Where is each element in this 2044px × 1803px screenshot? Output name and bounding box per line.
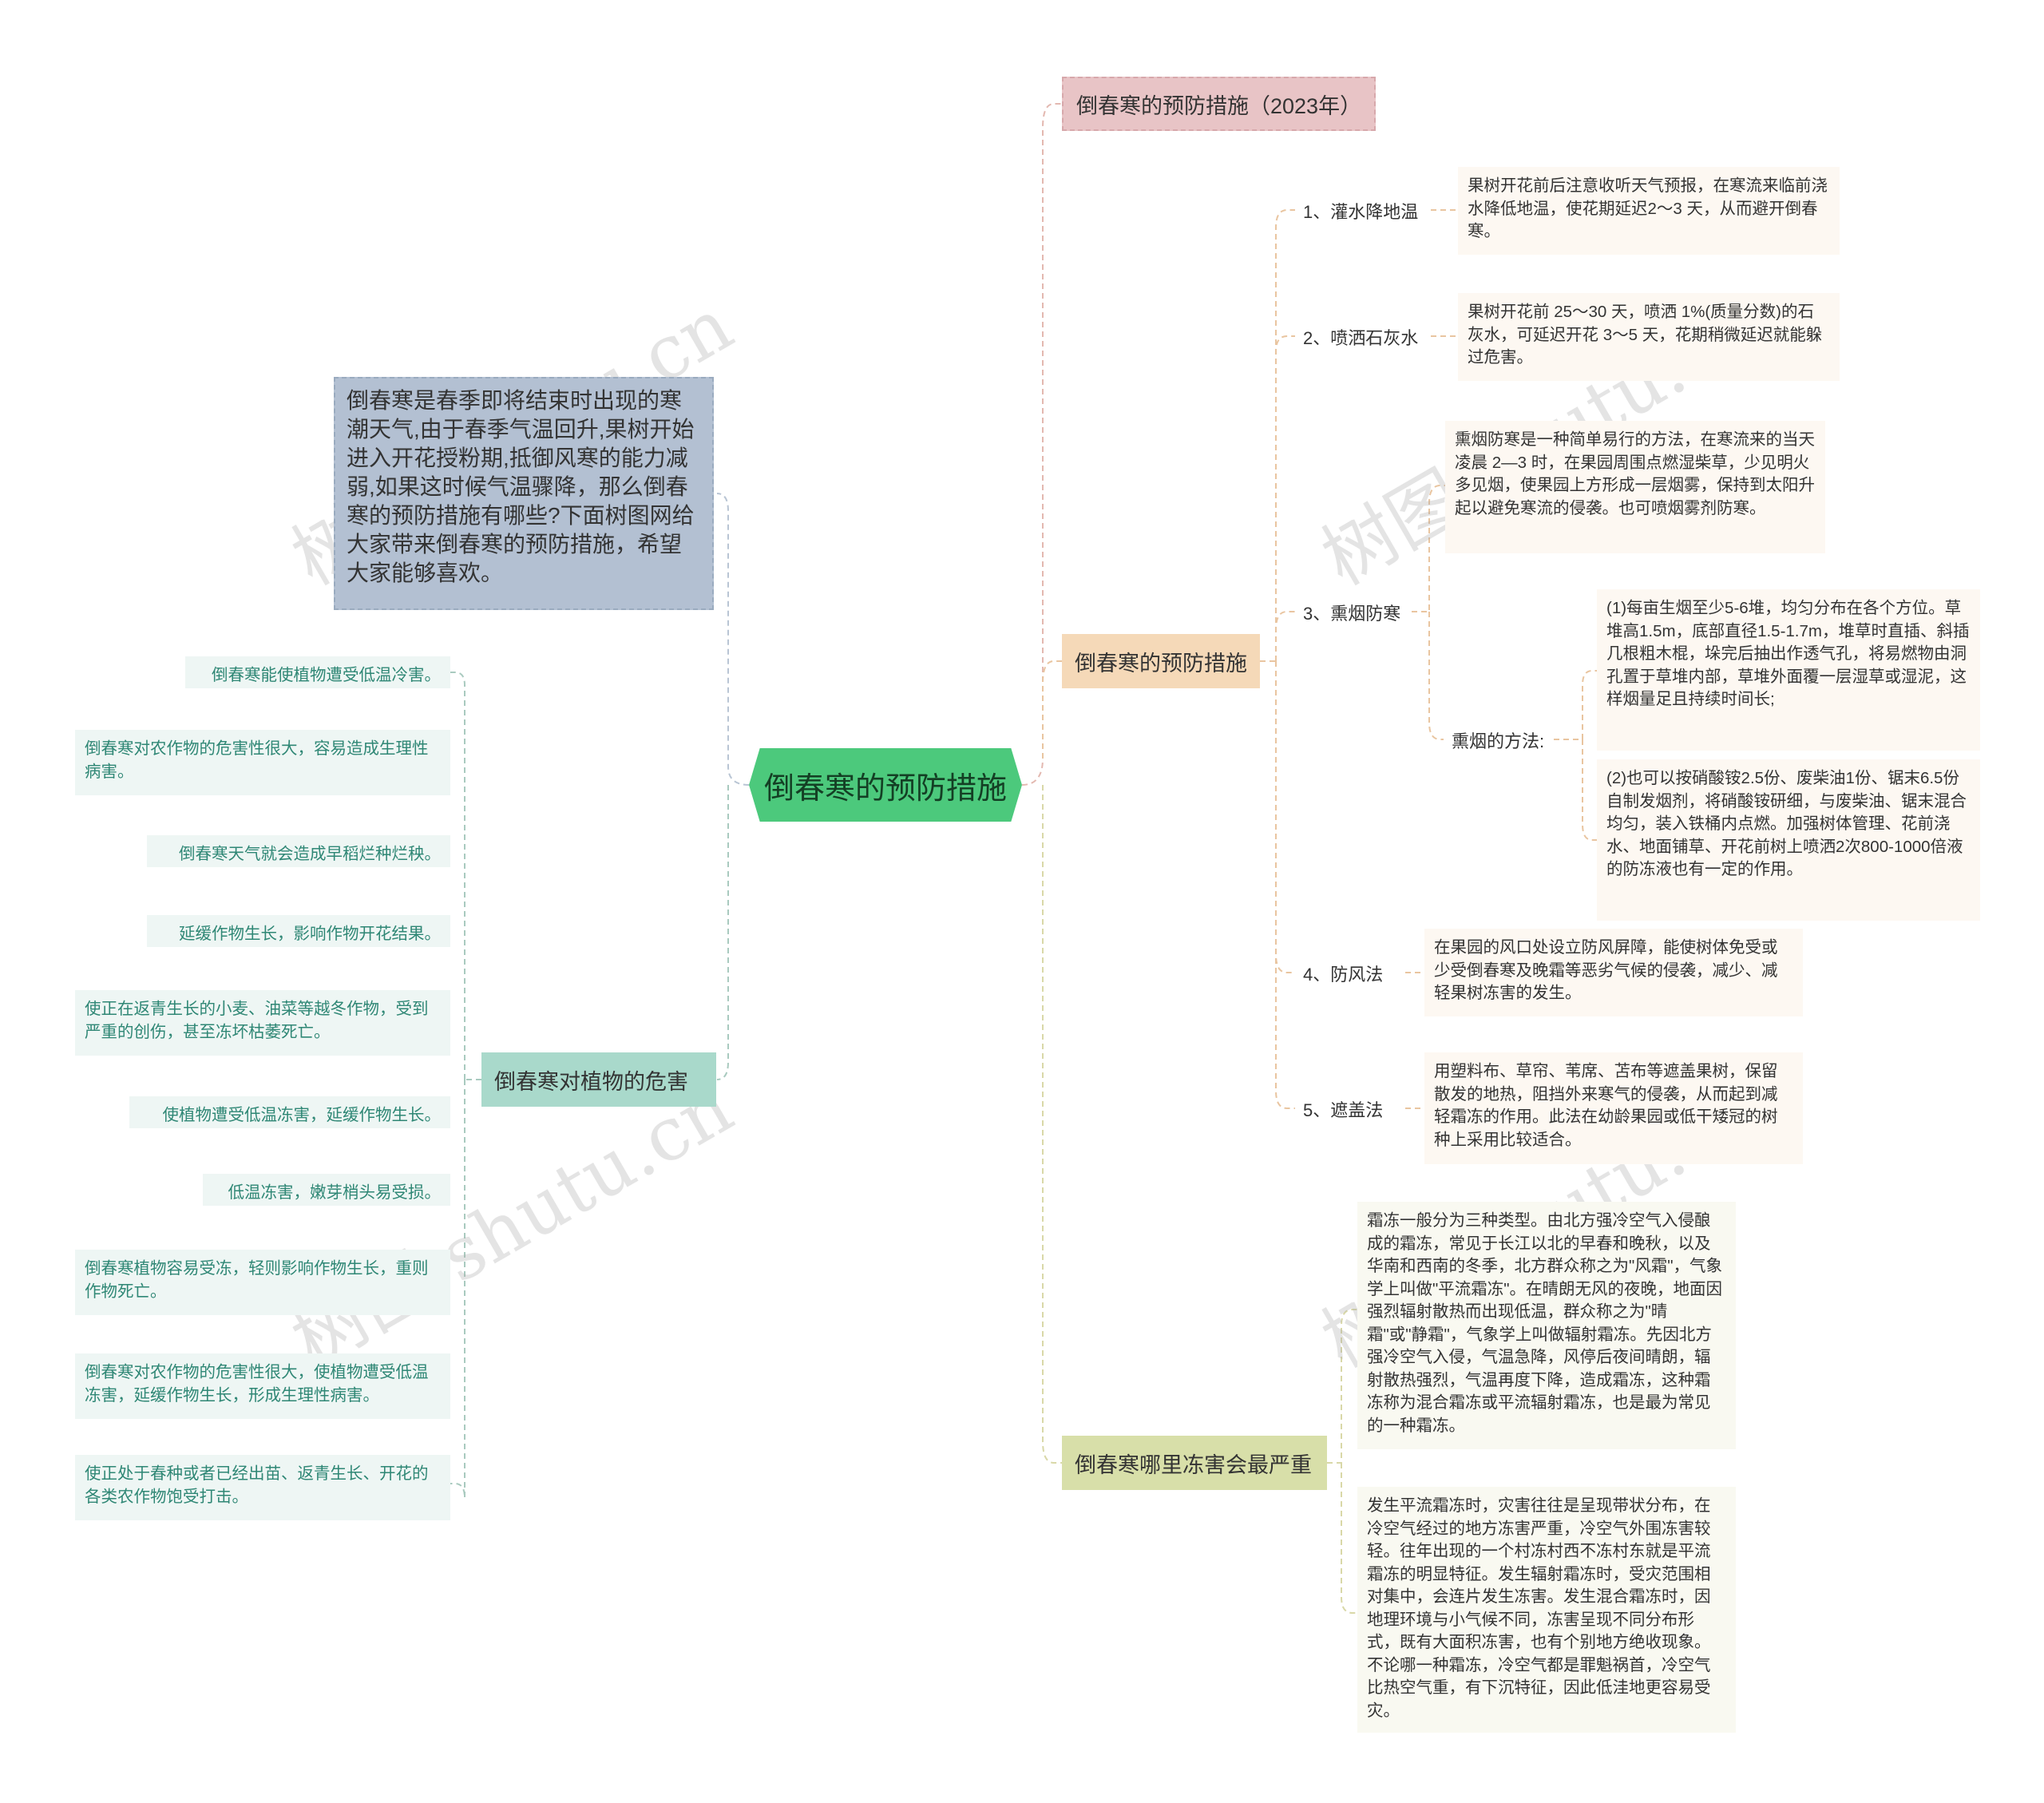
harm-item: 低温冻害，嫩芽梢头易受损。 [203, 1174, 450, 1206]
harm-item: 延缓作物生长，影响作物开花结果。 [147, 915, 450, 947]
branch-where[interactable]: 倒春寒哪里冻害会最严重 [1062, 1436, 1327, 1490]
branch-2023[interactable]: 倒春寒的预防措施（2023年） [1062, 77, 1377, 131]
measure-5[interactable]: 5、遮盖法 [1295, 1093, 1392, 1125]
measure-2[interactable]: 2、喷洒石灰水 [1295, 321, 1427, 353]
harm-item: 倒春寒天气就会造成早稻烂种烂秧。 [147, 835, 450, 867]
measure-1[interactable]: 1、灌水降地温 [1295, 195, 1427, 227]
harm-item: 倒春寒植物容易受冻，轻则影响作物生长，重则作物死亡。 [75, 1250, 450, 1315]
branch-measures[interactable]: 倒春寒的预防措施 [1062, 634, 1260, 688]
intro-node[interactable]: 倒春寒是春季即将结束时出现的寒潮天气,由于春季气温回升,果树开始进入开花授粉期,… [334, 377, 714, 610]
branch-harm[interactable]: 倒春寒对植物的危害 [481, 1052, 716, 1107]
measure-4[interactable]: 4、防风法 [1295, 957, 1392, 989]
harm-item: 倒春寒对农作物的危害性很大，使植物遭受低温冻害，延缓作物生长，形成生理性病害。 [75, 1353, 450, 1419]
harm-item: 倒春寒能使植物遭受低温冷害。 [185, 656, 450, 688]
measure-3-text: 熏烟防寒是一种简单易行的方法，在寒流来的当天凌晨 2—3 时，在果园周围点燃湿柴… [1445, 421, 1825, 553]
branch-2023-label: 倒春寒的预防措施（2023年） [1076, 93, 1362, 118]
measure-1-text: 果树开花前后注意收听天气预报，在寒流来临前浇水降低地温，使花期延迟2～3 天，从… [1458, 167, 1840, 255]
branch-harm-label: 倒春寒对植物的危害 [494, 1069, 688, 1094]
where-text-2: 发生平流霜冻时，灾害往往是呈现带状分布，在冷空气经过的地方冻害严重，冷空气外围冻… [1357, 1487, 1736, 1733]
harm-item: 使正在返青生长的小麦、油菜等越冬作物，受到严重的创伤，甚至冻坏枯萎死亡。 [75, 990, 450, 1056]
measure-3[interactable]: 3、熏烟防寒 [1295, 596, 1409, 628]
harm-item: 倒春寒对农作物的危害性很大，容易造成生理性病害。 [75, 730, 450, 795]
branch-where-label: 倒春寒哪里冻害会最严重 [1075, 1452, 1312, 1477]
smoke-method-1: (1)每亩生烟至少5-6堆，均匀分布在各个方位。草堆高1.5m，底部直径1.5-… [1597, 589, 1980, 751]
root-label: 倒春寒的预防措施 [763, 771, 1007, 806]
intro-text: 倒春寒是春季即将结束时出现的寒潮天气,由于春季气温回升,果树开始进入开花授粉期,… [347, 388, 695, 585]
harm-item: 使植物遭受低温冻害，延缓作物生长。 [129, 1096, 450, 1128]
root-node[interactable]: 倒春寒的预防措施 [749, 748, 1022, 822]
measure-2-text: 果树开花前 25～30 天，喷洒 1%(质量分数)的石灰水，可延迟开花 3～5 … [1458, 293, 1840, 381]
harm-item: 使正处于春种或者已经出苗、返青生长、开花的各类农作物饱受打击。 [75, 1455, 450, 1520]
smoke-method-2: (2)也可以按硝酸铵2.5份、废柴油1份、锯末6.5份自制发烟剂，将硝酸铵研细，… [1597, 759, 1980, 921]
measure-5-text: 用塑料布、草帘、苇席、苫布等遮盖果树，保留散发的地热，阻挡外来寒气的侵袭，从而起… [1424, 1052, 1803, 1164]
measure-4-text: 在果园的风口处设立防风屏障，能使树体免受或少受倒春寒及晚霜等恶劣气候的侵袭，减少… [1424, 929, 1803, 1016]
where-text-1: 霜冻一般分为三种类型。由北方强冷空气入侵酿成的霜冻，常见于长江以北的早春和晚秋，… [1357, 1202, 1736, 1449]
smoke-method[interactable]: 熏烟的方法: [1444, 724, 1553, 756]
branch-measures-label: 倒春寒的预防措施 [1075, 651, 1247, 676]
